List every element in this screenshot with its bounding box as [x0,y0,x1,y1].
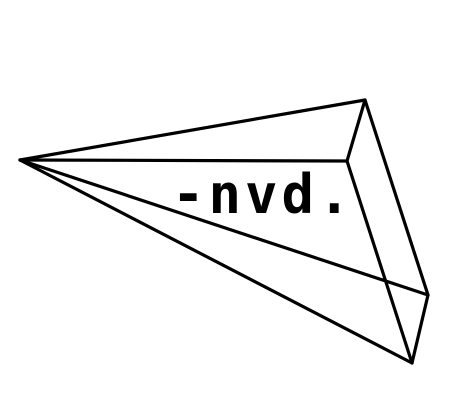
edge-apex-top-right [18,98,367,162]
edge-apex-bottom [18,158,414,365]
edge-apex-inner-front [18,158,349,163]
logo-wordmark: -nvd. [172,163,355,226]
edge-top-to-inner [345,98,367,163]
edge-top-to-right [363,98,430,297]
edge-inner-to-bottom [345,159,414,365]
edge-right-to-bottom [410,293,430,365]
edge-apex-right [18,158,430,297]
